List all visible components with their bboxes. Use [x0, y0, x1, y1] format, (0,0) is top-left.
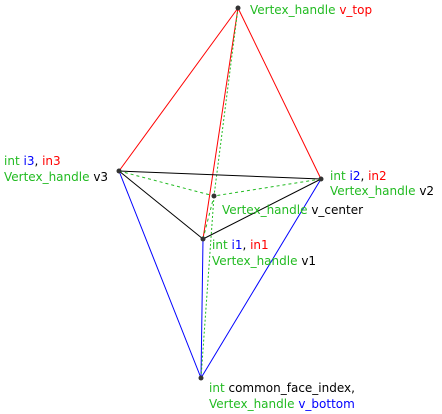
label-v-bottom-handle: Vertex_handle v_bottom — [209, 397, 355, 411]
label-v-bottom-index: int common_face_index, — [209, 381, 355, 395]
label-v-top: Vertex_handle v_top — [250, 3, 372, 17]
edge-v1-v2 — [202, 178, 322, 240]
vertex-v2 — [318, 176, 324, 182]
vertex-bottom — [198, 375, 204, 381]
vertex-top — [235, 5, 241, 11]
edge-v3-bottom — [118, 170, 202, 379]
edge-top-v3 — [118, 7, 239, 172]
edge-top-v1 — [202, 7, 239, 240]
label-v2-index: int i2, in2 — [330, 169, 387, 183]
vertex-v1 — [200, 236, 206, 242]
edge-v3-center-dashed — [118, 170, 215, 197]
label-v-center: Vertex_handle v_center — [222, 203, 363, 217]
vertex-center — [211, 193, 217, 199]
edge-v1-bottom — [200, 238, 204, 379]
edge-v3-v2 — [118, 170, 322, 180]
label-v1-index: int i1, in1 — [212, 238, 269, 252]
edge-center-bottom-dotted — [200, 195, 215, 379]
label-v3-handle: Vertex_handle v3 — [4, 170, 108, 184]
edge-v3-v1 — [118, 170, 204, 240]
edge-top-center-dotted — [213, 7, 239, 197]
label-v2-handle: Vertex_handle v2 — [330, 184, 434, 198]
label-v1-handle: Vertex_handle v1 — [212, 254, 316, 268]
label-v3-index: int i3, in3 — [4, 154, 61, 168]
vertex-v3 — [116, 168, 122, 174]
edge-top-v2 — [237, 7, 322, 180]
edge-v2-bottom — [200, 178, 322, 379]
edge-v2-center-dashed — [213, 178, 322, 197]
edge-v1-center-dashed — [202, 195, 215, 240]
